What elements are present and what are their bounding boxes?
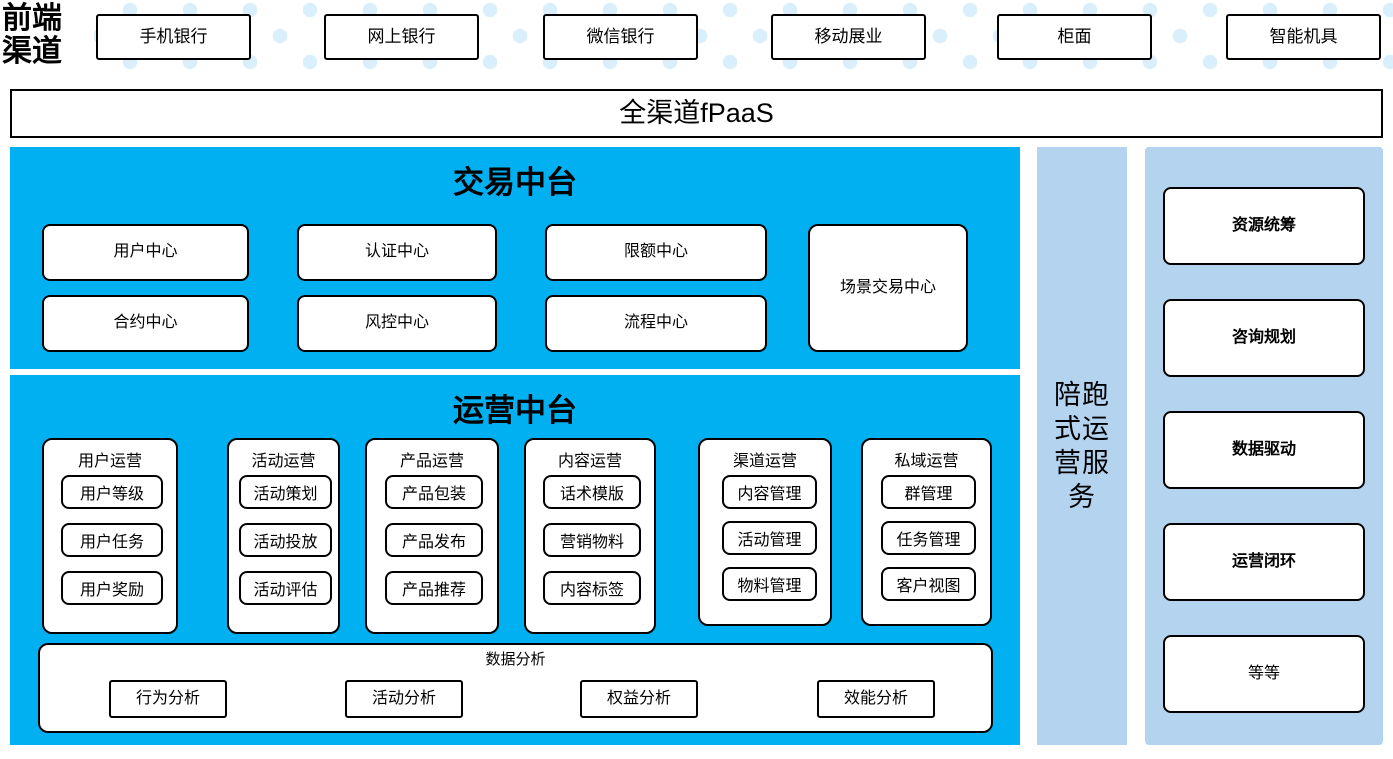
data-analysis-item-label: 活动分析 [371, 689, 436, 707]
trade-box-label: 合约中心 [113, 314, 178, 332]
front-channel-label-line2: 渠道 [2, 35, 62, 68]
channel-box-online-bank[interactable]: 网上银行 [324, 14, 479, 60]
data-analysis-item-label: 权益分析 [606, 689, 671, 707]
channel-label: 网上银行 [367, 27, 436, 47]
op-column-title: 内容运营 [557, 453, 622, 470]
channel-box-smart-machine[interactable]: 智能机具 [1226, 14, 1381, 60]
op-column-product-operation: 产品运营 产品包装 产品发布 产品推荐 [365, 438, 499, 634]
capability-item-label: 运营闭环 [1231, 552, 1296, 570]
op-item[interactable]: 活动策划 [239, 475, 332, 509]
op-column-user-operation: 用户运营 用户等级 用户任务 用户奖励 [42, 438, 178, 634]
op-column-channel-operation: 渠道运营 内容管理 活动管理 物料管理 [698, 438, 832, 626]
capability-item-label: 咨询规划 [1231, 328, 1296, 346]
channel-label: 柜面 [1057, 27, 1092, 47]
fpaas-label: 全渠道fPaaS [619, 97, 774, 128]
op-column-title: 用户运营 [77, 453, 142, 470]
op-item[interactable]: 产品发布 [385, 523, 483, 557]
trade-box-label: 用户中心 [113, 243, 178, 261]
trade-box-label: 流程中心 [623, 314, 688, 332]
channel-box-mobile-bank[interactable]: 手机银行 [96, 14, 251, 60]
data-analysis-item-efficiency[interactable]: 效能分析 [817, 680, 935, 718]
channel-box-mobile-business[interactable]: 移动展业 [771, 14, 926, 60]
op-item[interactable]: 物料管理 [722, 567, 817, 601]
trade-box-auth-center[interactable]: 认证中心 [297, 224, 497, 281]
op-column-title: 私域运营 [894, 453, 959, 470]
trade-box-label: 风控中心 [364, 314, 429, 332]
data-analysis-item-label: 效能分析 [843, 689, 908, 707]
trade-center-panel: 交易中台 用户中心 认证中心 限额中心 合约中心 风控中心 流程中心 场景交易中… [10, 147, 1020, 369]
op-item[interactable]: 活动投放 [239, 523, 332, 557]
trade-box-risk-center[interactable]: 风控中心 [297, 295, 497, 352]
op-column-title: 活动运营 [251, 453, 316, 470]
op-item[interactable]: 产品推荐 [385, 571, 483, 605]
label-mask [0, 0, 94, 72]
front-channel-label-line1: 前端 [2, 2, 62, 35]
front-channel-label: 前端 渠道 [2, 2, 86, 70]
channel-box-wechat-bank[interactable]: 微信银行 [543, 14, 698, 60]
data-analysis-title: 数据分析 [485, 651, 546, 668]
op-item[interactable]: 用户等级 [61, 475, 163, 509]
op-item[interactable]: 活动管理 [722, 521, 817, 555]
capability-item-label: 资源统筹 [1231, 216, 1296, 234]
capability-column: 资源统筹 咨询规划 数据驱动 运营闭环 等等 [1145, 147, 1383, 745]
data-analysis-item-campaign[interactable]: 活动分析 [345, 680, 463, 718]
data-analysis-item-rights[interactable]: 权益分析 [580, 680, 698, 718]
channel-label: 微信银行 [586, 27, 655, 47]
trade-box-label: 认证中心 [364, 243, 429, 261]
operation-center-panel: 运营中台 用户运营 用户等级 用户任务 用户奖励 活动运营 活动策划 活动投放 … [10, 375, 1020, 745]
data-analysis-item-label: 行为分析 [135, 689, 200, 707]
trade-box-contract-center[interactable]: 合约中心 [42, 295, 249, 352]
op-item[interactable]: 内容管理 [722, 475, 817, 509]
trade-center-title: 交易中台 [453, 165, 577, 200]
capability-item-data-driven[interactable]: 数据驱动 [1163, 411, 1365, 489]
channel-label: 智能机具 [1269, 27, 1338, 47]
op-item[interactable]: 客户视图 [881, 567, 976, 601]
trade-box-user-center[interactable]: 用户中心 [42, 224, 249, 281]
data-analysis-item-behavior[interactable]: 行为分析 [109, 680, 227, 718]
channel-box-counter[interactable]: 柜面 [997, 14, 1152, 60]
capability-item-label: 数据驱动 [1231, 440, 1296, 458]
op-item[interactable]: 话术模版 [543, 475, 641, 509]
op-item[interactable]: 产品包装 [385, 475, 483, 509]
op-item[interactable]: 用户奖励 [61, 571, 163, 605]
op-item[interactable]: 群管理 [881, 475, 976, 509]
trade-box-label: 限额中心 [623, 243, 688, 261]
fpaas-banner: 全渠道fPaaS [10, 89, 1383, 138]
accompanying-operation-service-column: 陪跑式运营服务 [1037, 147, 1127, 745]
op-item[interactable]: 用户任务 [61, 523, 163, 557]
op-column-title: 渠道运营 [732, 453, 797, 470]
channel-label: 手机银行 [139, 27, 208, 47]
op-column-private-domain-operation: 私域运营 群管理 任务管理 客户视图 [861, 438, 992, 626]
op-item[interactable]: 营销物料 [543, 523, 641, 557]
capability-item-resource-coordination[interactable]: 资源统筹 [1163, 187, 1365, 265]
capability-item-operation-closed-loop[interactable]: 运营闭环 [1163, 523, 1365, 601]
capability-item-label: 等等 [1247, 664, 1280, 682]
trade-box-limit-center[interactable]: 限额中心 [545, 224, 767, 281]
capability-item-etc[interactable]: 等等 [1163, 635, 1365, 713]
operation-center-title: 运营中台 [453, 393, 577, 428]
op-item[interactable]: 活动评估 [239, 571, 332, 605]
accompanying-operation-service-label: 陪跑式运营服务 [1054, 380, 1110, 512]
trade-box-label: 场景交易中心 [839, 278, 936, 296]
data-analysis-panel: 数据分析 行为分析 活动分析 权益分析 效能分析 [38, 643, 993, 733]
trade-box-process-center[interactable]: 流程中心 [545, 295, 767, 352]
capability-item-consulting-planning[interactable]: 咨询规划 [1163, 299, 1365, 377]
op-column-title: 产品运营 [399, 453, 464, 470]
channel-label: 移动展业 [814, 27, 883, 47]
trade-box-scene-transaction-center[interactable]: 场景交易中心 [808, 224, 968, 352]
op-column-content-operation: 内容运营 话术模版 营销物料 内容标签 [524, 438, 656, 634]
op-item[interactable]: 内容标签 [543, 571, 641, 605]
op-item[interactable]: 任务管理 [881, 521, 976, 555]
op-column-campaign-operation: 活动运营 活动策划 活动投放 活动评估 [227, 438, 340, 634]
